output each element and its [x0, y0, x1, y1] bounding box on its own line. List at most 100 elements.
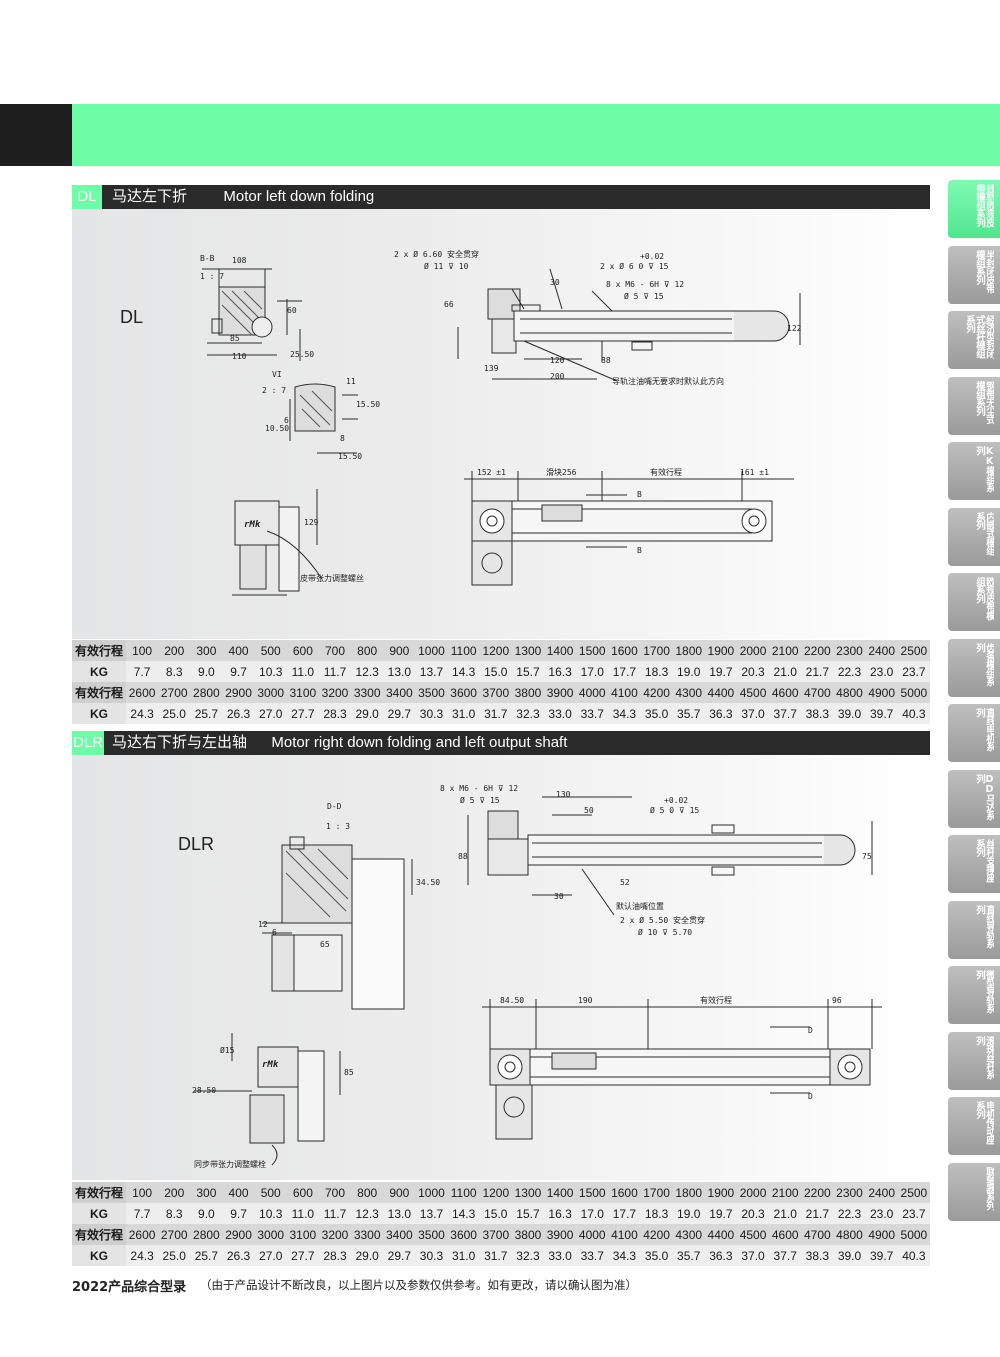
sidebar-tab[interactable]: 电机传动座系列 — [948, 1097, 1000, 1155]
table-cell: 4900 — [865, 682, 898, 703]
sidebar-tab[interactable]: 钢带无尘式模组系列 — [948, 376, 1000, 435]
table-cell: 38.3 — [801, 703, 834, 724]
table-cell: 10.3 — [254, 661, 287, 682]
section-code: DLR — [72, 731, 104, 755]
sidebar-tab-label: 直线电机系列 — [974, 708, 994, 751]
section-title: 马达右下折与左出轴 Motor right down folding and l… — [112, 731, 567, 755]
sidebar-tab-label: 直线导轨系列 — [974, 904, 994, 948]
table-cell: 1900 — [704, 640, 737, 661]
table-cell: 19.0 — [672, 661, 705, 682]
table-cell: 19.0 — [672, 1203, 705, 1224]
table-cell: 1600 — [608, 1182, 641, 1203]
dim-label: 6 — [272, 928, 277, 937]
dim-label: 滑块256 — [546, 467, 577, 477]
dim-label: 25.50 — [290, 350, 314, 359]
sidebar-tab[interactable]: 联轴器系列 — [948, 1162, 1000, 1221]
table-cell: 24.3 — [126, 703, 159, 724]
catalog-year: 2022产品综合型录 — [72, 1280, 187, 1295]
sidebar-tab[interactable]: 经济型封闭式丝杆模组系列 — [948, 311, 1000, 369]
table-cell: 2300 — [833, 1182, 866, 1203]
table-cell: 27.7 — [286, 703, 319, 724]
table-cell: 27.7 — [286, 1245, 319, 1266]
dim-label: 皮带张力调整螺丝 — [300, 573, 364, 583]
table-cell: 700 — [318, 1182, 352, 1203]
brand-logo: rMk — [262, 1060, 279, 1070]
table-cell: 5000 — [897, 1224, 930, 1245]
table-cell: 1900 — [704, 1182, 737, 1203]
table-cell: 12.3 — [351, 1203, 384, 1224]
table-cell: 800 — [351, 640, 384, 661]
table-cell: 2700 — [158, 682, 191, 703]
dim-label: 6 — [284, 416, 289, 425]
sidebar-tab[interactable]: 齿条模组系列 — [948, 638, 1000, 697]
dim-label: 88 — [601, 356, 611, 365]
table-cell: 4900 — [865, 1224, 898, 1245]
table-cell: 25.7 — [190, 703, 223, 724]
dim-label: 2 x Ø 6.60 安全贯穿 — [394, 249, 479, 259]
table-cell: 22.3 — [833, 661, 866, 682]
dim-label: 12 — [258, 920, 268, 929]
dim-label: Ø15 — [220, 1045, 235, 1055]
table-cell: 39.7 — [865, 1245, 898, 1266]
table-cell: 4000 — [576, 682, 609, 703]
sidebar-tab[interactable]: 滚珠丝杆系列 — [948, 1031, 1000, 1090]
section-title-cn: 马达右下折与左出轴 — [112, 734, 248, 751]
dim-label: 导轨注油嘴无要求时默认此方向 — [612, 376, 724, 386]
sidebar-tab[interactable]: 丝杆支撑座系列 — [948, 835, 1000, 893]
table-cell: 3700 — [479, 1224, 512, 1245]
table-cell: 17.7 — [608, 1203, 641, 1224]
table-cell: 4200 — [640, 1224, 673, 1245]
table-cell: 29.0 — [351, 703, 384, 724]
table-cell: 4100 — [608, 682, 641, 703]
table-cell: 2600 — [126, 1224, 159, 1245]
section-title: 马达左下折 Motor left down folding — [112, 185, 374, 209]
table-row-header: 有效行程 — [72, 1182, 126, 1203]
table-cell: 2300 — [833, 640, 866, 661]
sidebar-tab[interactable]: 微型导轨系列 — [948, 966, 1000, 1024]
table-cell: 23.0 — [865, 661, 898, 682]
sidebar-tab-label: DD马达系列 — [974, 773, 994, 820]
table-cell: 700 — [318, 640, 352, 661]
sidebar-tab[interactable]: KK模组系列 — [948, 442, 1000, 500]
dim-label: 65 — [320, 940, 330, 949]
dim-label: Ø 11 ⊽ 10 — [424, 261, 469, 271]
dim-label: 30 — [550, 278, 560, 287]
sidebar-tab[interactable]: 内嵌式模组系列 — [948, 507, 1000, 566]
sidebar-tab-label: 联轴器系列 — [984, 1166, 994, 1210]
sidebar-tab[interactable]: DD马达系列 — [948, 769, 1000, 828]
table-cell: 4300 — [672, 1224, 705, 1245]
table-cell: 1200 — [479, 640, 512, 661]
table-cell: 31.0 — [447, 1245, 480, 1266]
table-cell: 7.7 — [126, 1203, 159, 1224]
table-cell: 3800 — [511, 682, 545, 703]
sidebar-tab[interactable]: 直线导轨系列 — [948, 900, 1000, 959]
sidebar-tab-label: 电机传动座系列 — [974, 1101, 994, 1144]
table-cell: 37.0 — [736, 1245, 770, 1266]
sidebar-tab-label: 钢带无尘式模组系列 — [974, 380, 994, 424]
sidebar-tab[interactable]: 半封闭皮带模组系列 — [948, 245, 1000, 304]
table-cell: 8.3 — [158, 1203, 191, 1224]
table-cell: 2700 — [158, 1224, 191, 1245]
table-cell: 8.3 — [158, 661, 191, 682]
table-cell: 3900 — [544, 682, 577, 703]
table-cell: 4200 — [640, 682, 673, 703]
table-row-header: 有效行程 — [72, 640, 126, 661]
table-cell: 30.3 — [415, 703, 448, 724]
dim-label: B — [637, 490, 642, 499]
model-label: DLR — [178, 834, 214, 854]
table-cell: 1300 — [511, 640, 545, 661]
dim-label: 同步带张力调整螺栓 — [194, 1159, 266, 1169]
sidebar-tab[interactable]: 欧规皮带模组系列 — [948, 573, 1000, 631]
table-cell: 37.0 — [736, 703, 770, 724]
table-cell: 5000 — [897, 682, 930, 703]
table-cell: 13.7 — [415, 1203, 448, 1224]
sidebar-tab[interactable]: 直线电机系列 — [948, 704, 1000, 762]
table-cell: 2100 — [769, 640, 802, 661]
table-cell: 1800 — [672, 640, 705, 661]
header-black-block — [0, 104, 72, 166]
table-cell: 15.7 — [511, 661, 545, 682]
dim-label: 110 — [232, 352, 247, 361]
sidebar-tab[interactable]: 线轨欧规皮带模组系列 — [948, 180, 1000, 238]
